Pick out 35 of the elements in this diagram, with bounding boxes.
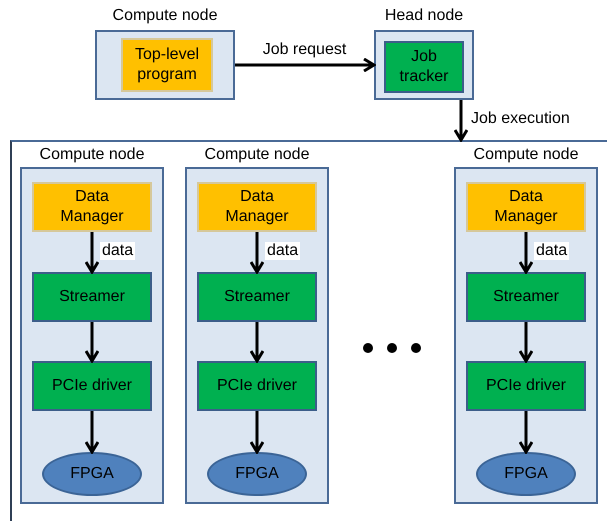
arrow <box>250 232 264 274</box>
program-box: Data Manager <box>197 182 317 232</box>
arrow <box>518 322 534 362</box>
arrow <box>518 232 534 274</box>
process-box: PCIe driver <box>32 361 152 411</box>
node-heading: Head node <box>384 6 464 26</box>
arrow <box>84 322 100 362</box>
process-box: PCIe driver <box>197 361 317 411</box>
edge-label: data <box>534 242 570 260</box>
enclosing-frame <box>10 140 607 521</box>
process-box: PCIe driver <box>466 361 586 411</box>
node-heading: Compute node <box>38 145 146 165</box>
process-box: Streamer <box>466 272 586 322</box>
node-heading: Compute node <box>204 145 310 165</box>
program-box: Data Manager <box>32 182 152 232</box>
arrow <box>518 411 534 454</box>
program-box: Data Manager <box>466 182 586 232</box>
device-ellipse: FPGA <box>42 452 142 496</box>
arrow <box>250 322 264 362</box>
program-box: Top-level program <box>121 38 213 92</box>
arrow <box>454 100 468 142</box>
arrow <box>235 58 376 72</box>
edge-label: Job request <box>260 41 348 59</box>
arrow <box>84 232 100 274</box>
arrow <box>84 411 100 454</box>
process-box: Job tracker <box>384 41 464 93</box>
device-ellipse: FPGA <box>207 452 307 496</box>
process-box: Streamer <box>32 272 152 322</box>
arrow <box>250 411 264 454</box>
node-heading: Compute node <box>112 6 218 26</box>
edge-label: data <box>265 242 300 260</box>
edge-label: data <box>100 242 136 260</box>
node-heading: Compute node <box>472 145 580 165</box>
device-ellipse: FPGA <box>476 452 576 496</box>
process-box: Streamer <box>197 272 317 322</box>
